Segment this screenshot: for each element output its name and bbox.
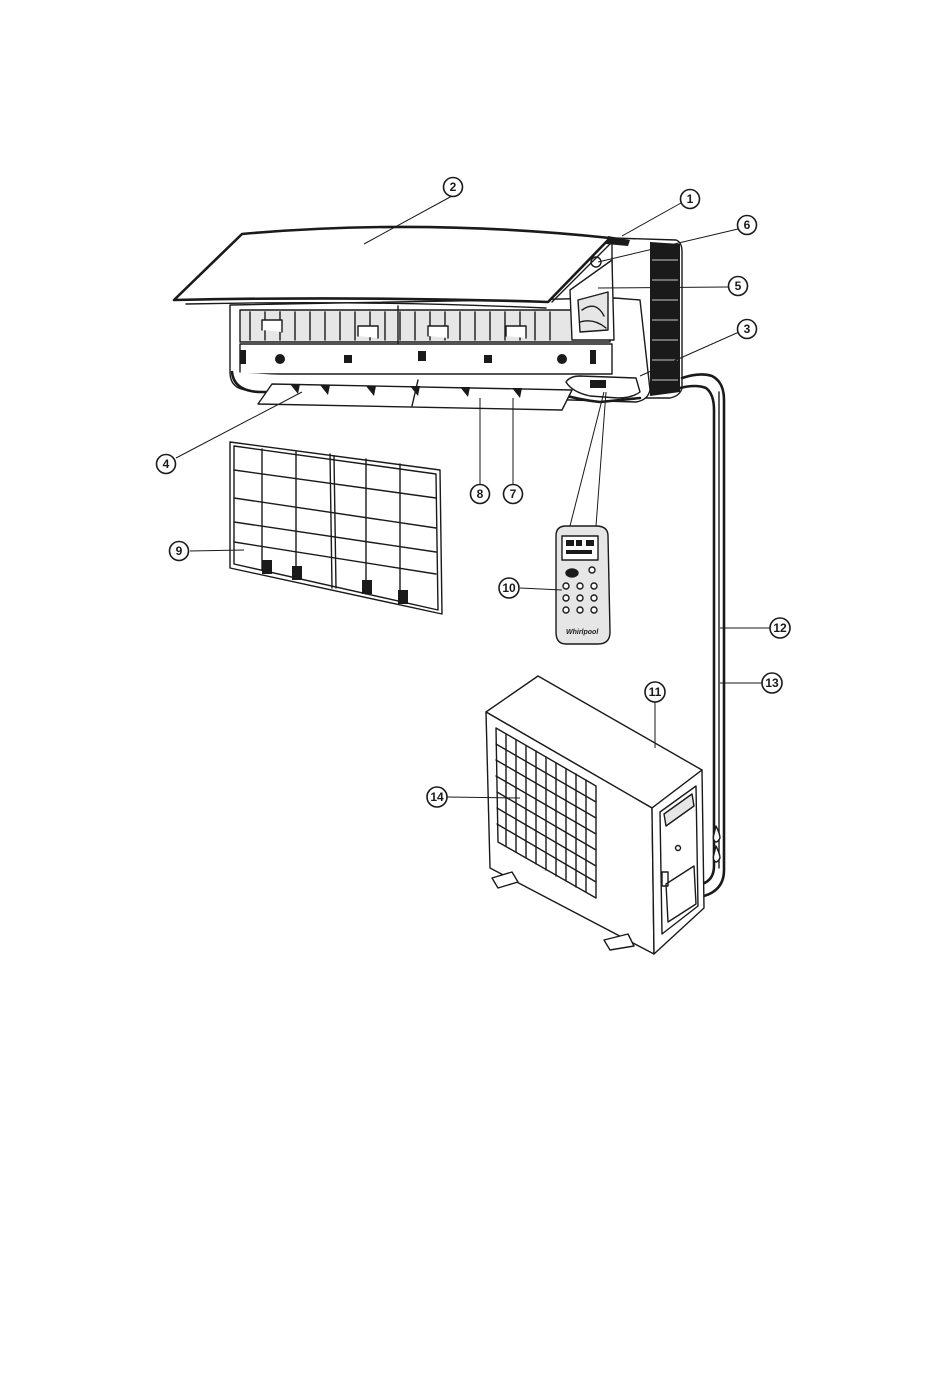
callout-14: 14 [427,787,447,807]
callout-label: 2 [450,180,457,194]
callout-label: 12 [773,621,787,635]
callout-label: 3 [744,322,751,336]
callout-12: 12 [770,618,790,638]
callout-7: 7 [504,485,523,504]
callout-label: 10 [502,581,516,595]
outdoor-unit [486,676,704,954]
callout-label: 9 [176,544,183,558]
callout-4: 4 [157,455,176,474]
callout-label: 6 [744,218,751,232]
callout-label: 8 [477,487,484,501]
callout-11: 11 [645,682,665,702]
callout-label: 13 [765,676,779,690]
callout-9: 9 [170,542,189,561]
callout-8: 8 [471,485,490,504]
callout-label: 14 [430,790,444,804]
callout-10: 10 [499,578,519,598]
air-filter [230,442,442,614]
callout-3: 3 [738,320,757,339]
callout-label: 7 [510,487,517,501]
callout-label: 11 [649,685,662,699]
remote-control: Whirlpool [556,526,610,644]
callout-1: 1 [681,190,700,209]
callout-13: 13 [762,673,782,693]
callout-label: 1 [687,192,694,206]
callout-2: 2 [444,178,463,197]
callout-5: 5 [729,277,748,296]
indoor-unit [174,227,682,410]
callout-label: 5 [735,279,742,293]
callout-label: 4 [163,457,170,471]
callout-6: 6 [738,216,757,235]
remote-brand-logo: Whirlpool [566,629,599,636]
